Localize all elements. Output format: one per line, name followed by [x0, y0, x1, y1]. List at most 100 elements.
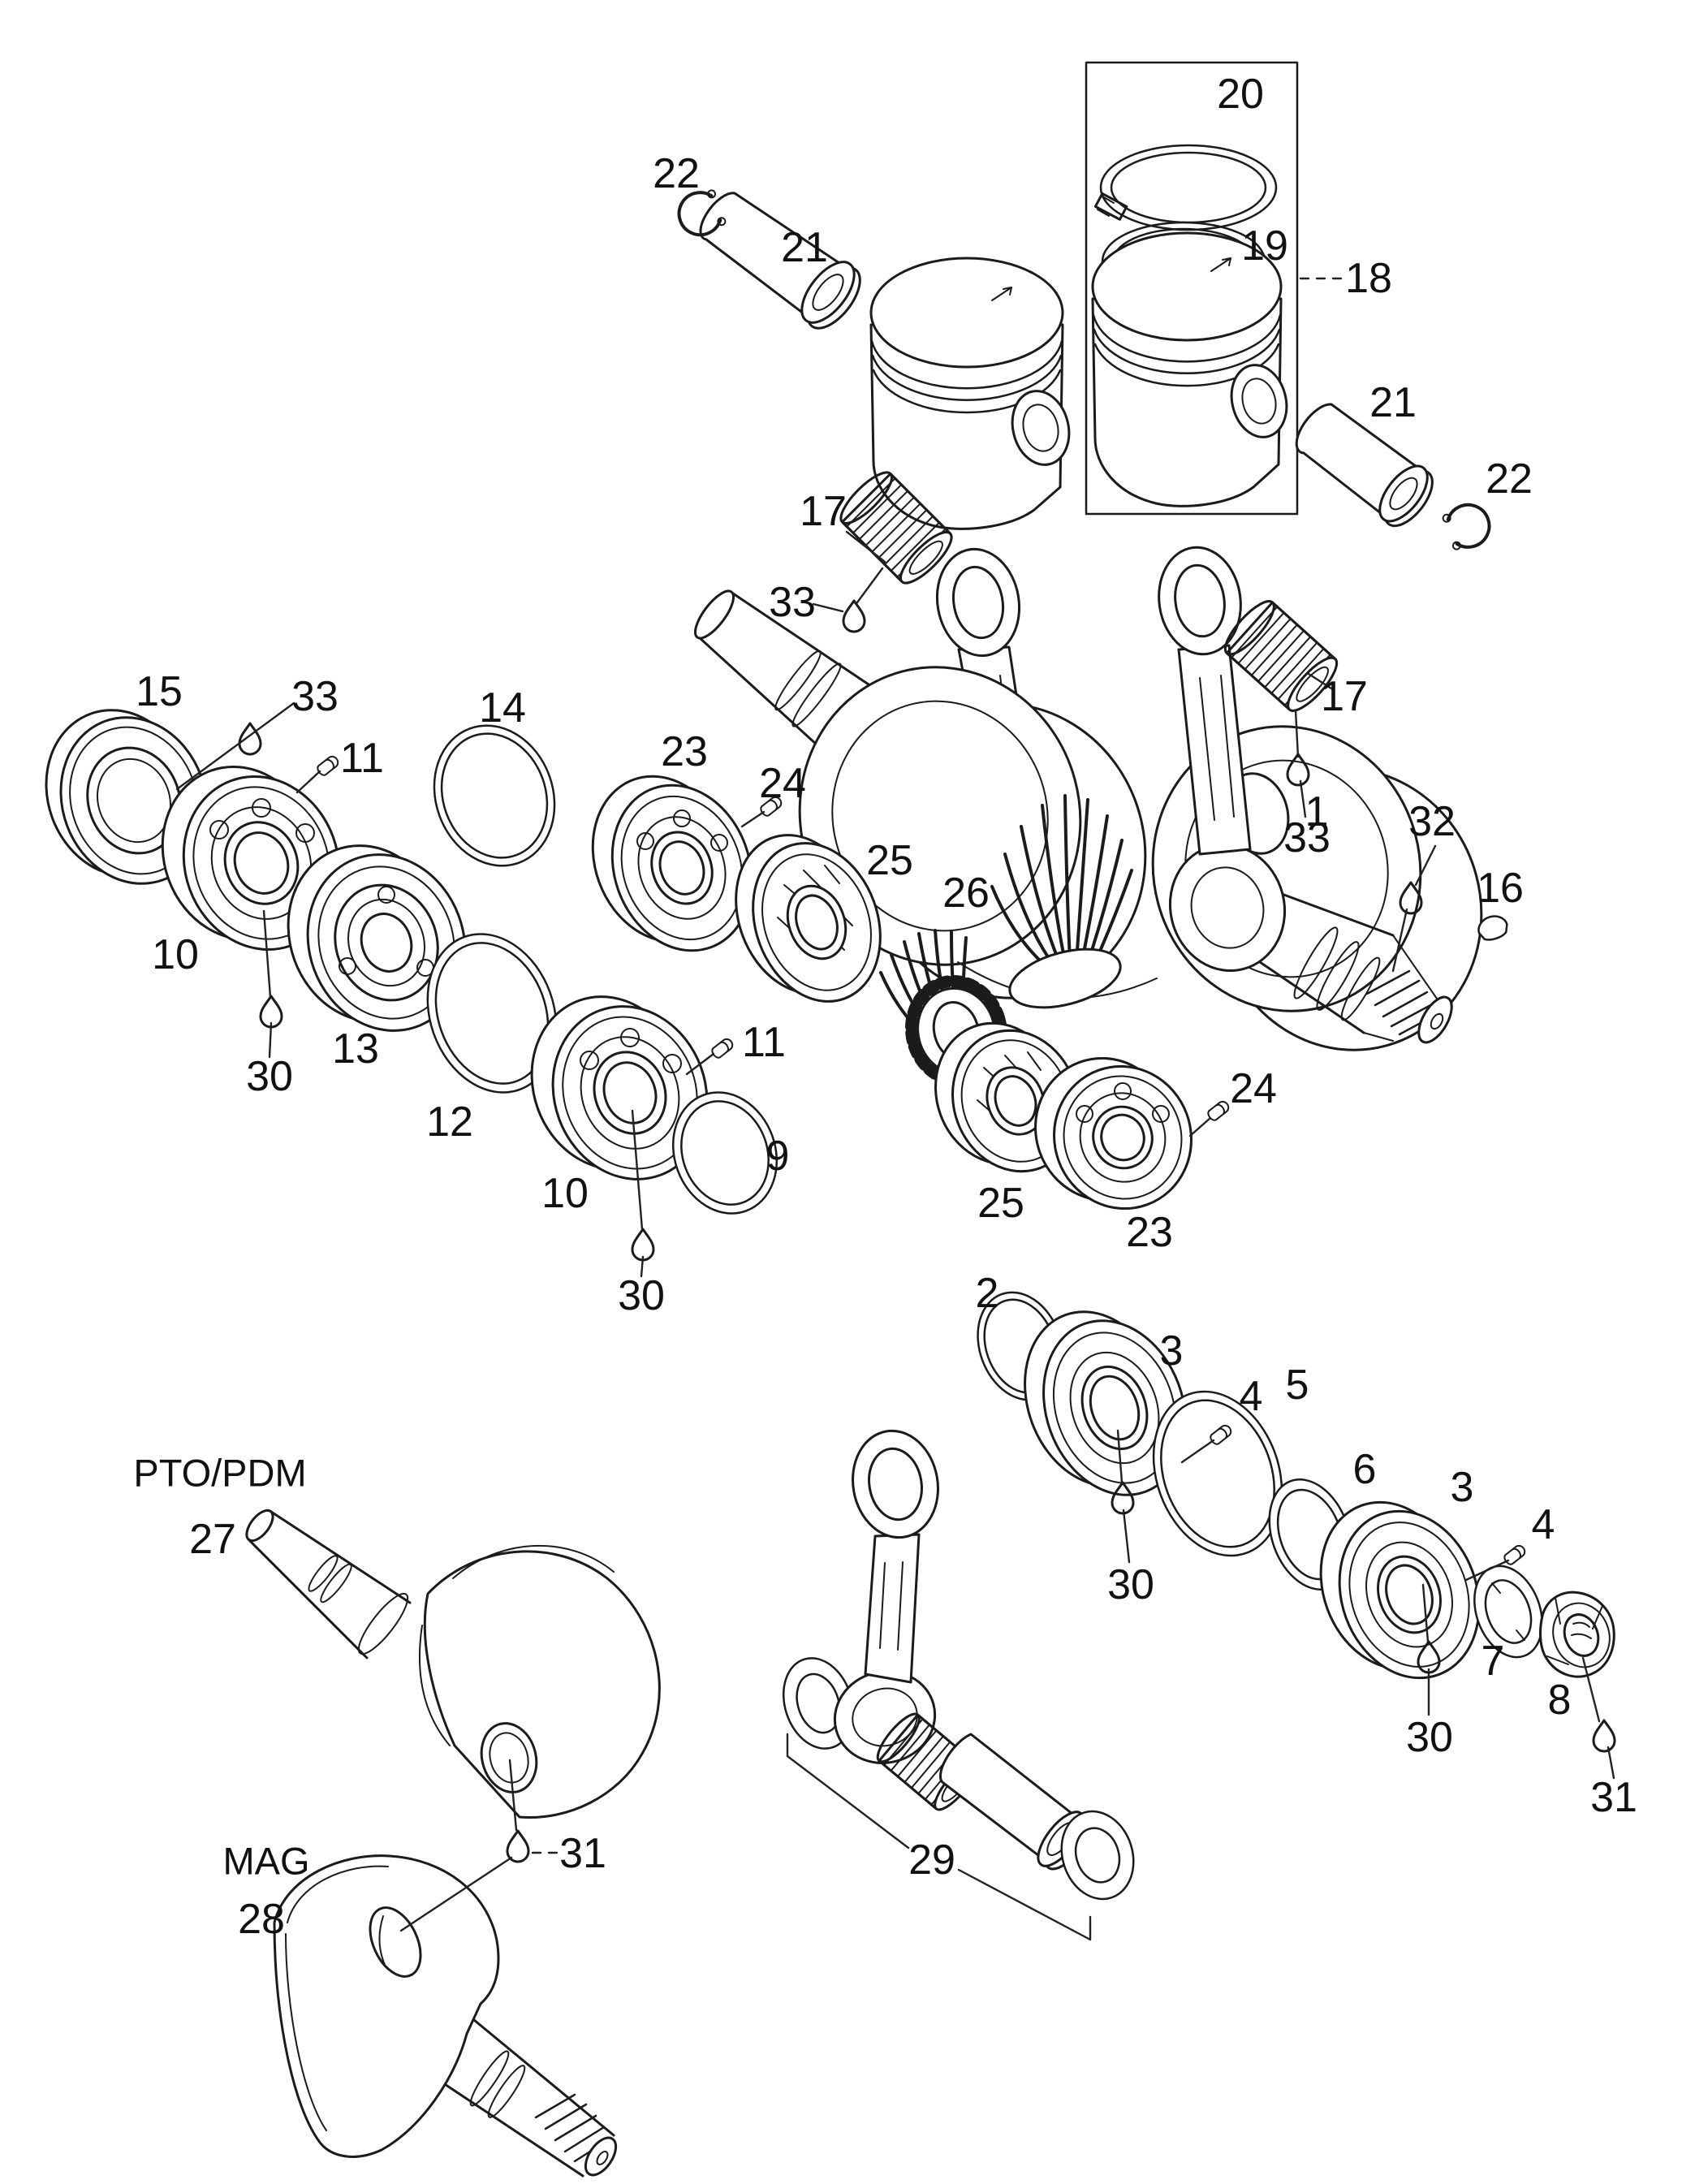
callout-11-left: 11 [340, 735, 384, 782]
needle-bearing-17-right [1223, 600, 1339, 712]
crankshaft-mag-stub [1240, 887, 1453, 1044]
callout-29: 29 [908, 1837, 955, 1884]
callout-25-upper: 25 [866, 837, 913, 884]
piston-right [1091, 231, 1288, 507]
callout-21-left: 21 [781, 224, 828, 271]
connecting-rod-right [1158, 546, 1287, 972]
callout-2: 2 [976, 1270, 999, 1317]
leader-lines [175, 277, 1615, 1932]
needle-bearing-17-left [839, 471, 953, 585]
callout-24-upper: 24 [759, 760, 806, 807]
bevel-gear-26 [879, 929, 1007, 1088]
callout-31-right: 31 [1590, 1774, 1637, 1821]
callout-17-left: 17 [800, 488, 847, 535]
callout-8: 8 [1548, 1677, 1572, 1724]
callout-1: 1 [1305, 788, 1329, 835]
callout-18: 18 [1345, 255, 1392, 302]
woodruff-key-16 [1477, 915, 1508, 941]
ball-bearing-23-upper [591, 775, 753, 952]
callout-3-upper: 3 [1160, 1327, 1184, 1375]
callout-3-lower: 3 [1451, 1464, 1474, 1511]
callout-23-lower: 23 [1126, 1209, 1173, 1256]
o-ring-5 [1152, 1390, 1283, 1557]
connecting-rod-29 [833, 1429, 939, 1764]
callout-16: 16 [1477, 865, 1524, 912]
callout-7: 7 [1482, 1638, 1505, 1685]
pin-11-right [709, 1036, 735, 1060]
callout-30-lower-left: 30 [1107, 1561, 1154, 1608]
oil-drop-icon [506, 1829, 530, 1863]
piston-pin-right [1295, 403, 1434, 528]
callout-33-left: 33 [291, 673, 339, 720]
callout-14: 14 [479, 684, 526, 732]
callout-22-left: 22 [653, 150, 700, 197]
section-label-mag: MAG [222, 1840, 309, 1883]
section-label-pto-pdm: PTO/PDM [133, 1452, 306, 1495]
callout-28: 28 [238, 1896, 285, 1943]
ball-bearing-23-lower [1034, 1056, 1193, 1211]
circlip-right [1439, 497, 1497, 555]
oil-drop-icon [238, 722, 262, 756]
o-ring-14 [433, 724, 556, 867]
callout-31-bottom: 31 [559, 1830, 606, 1877]
kit-29-bracket [786, 1733, 1092, 1941]
crank-half-mag-28 [273, 1854, 618, 2178]
pin-4-lower [1502, 1543, 1528, 1567]
piston-boss-left [1011, 390, 1071, 466]
oil-drop-icon [842, 599, 866, 633]
callout-11-right: 11 [742, 1019, 786, 1066]
ball-bearing-3-lower [1319, 1500, 1481, 1680]
piston-arrow-right [1210, 257, 1231, 272]
crank-bevel-gear [990, 794, 1133, 1009]
callout-19: 19 [1241, 222, 1288, 270]
oil-drop-icon [631, 1228, 655, 1262]
callout-15: 15 [136, 668, 183, 715]
callout-13: 13 [332, 1025, 379, 1073]
ball-bearing-10-left [161, 766, 341, 951]
oil-drop-icon [1592, 1719, 1616, 1753]
pin-11-left [315, 753, 341, 778]
o-ring-9 [671, 1091, 778, 1215]
callout-6: 6 [1353, 1446, 1377, 1493]
callout-30-left: 30 [246, 1053, 293, 1100]
hex-nut-8 [1539, 1591, 1615, 1678]
callout-17-right: 17 [1321, 673, 1368, 720]
callout-33-upper-left: 33 [769, 579, 816, 626]
callout-30-middle: 30 [618, 1272, 665, 1319]
piston-pin-left [699, 192, 861, 330]
callout-30-lower-right: 30 [1406, 1714, 1453, 1761]
callout-10-right: 10 [541, 1170, 589, 1217]
callout-25-lower: 25 [977, 1180, 1024, 1227]
ball-bearing-10-right [530, 995, 709, 1180]
callout-33-upper-right: 33 [1283, 814, 1331, 861]
callout-12: 12 [426, 1098, 473, 1146]
callout-22-right: 22 [1486, 455, 1533, 503]
callout-26: 26 [942, 870, 990, 917]
callout-4-upper: 4 [1240, 1373, 1263, 1420]
crank-half-pto-27 [245, 1509, 661, 1819]
connecting-rod-kit-29 [782, 1429, 1135, 1941]
callout-23-upper: 23 [661, 728, 708, 775]
ball-bearing-3-upper [1024, 1310, 1187, 1496]
lock-washer-7 [1473, 1565, 1543, 1659]
callout-24-lower: 24 [1230, 1065, 1277, 1112]
callout-4-lower: 4 [1532, 1501, 1555, 1548]
roller-bearing-25-upper [735, 834, 882, 1003]
crankshaft-assembly-1 [694, 546, 1483, 1051]
piston-left [869, 257, 1071, 530]
callout-5: 5 [1286, 1362, 1309, 1409]
callout-27: 27 [189, 1516, 236, 1563]
thrust-washer-right [1060, 1810, 1135, 1901]
callout-21-right: 21 [1369, 379, 1417, 426]
callout-32: 32 [1408, 798, 1456, 845]
callout-10-left: 10 [152, 931, 199, 978]
piston-assembly-frame-18 [1085, 61, 1299, 516]
bearing-13 [287, 844, 467, 1032]
callout-9: 9 [766, 1133, 790, 1180]
piston-boss-right [1230, 364, 1288, 438]
piston-arrow-left [991, 287, 1012, 301]
callout-20: 20 [1217, 71, 1264, 118]
